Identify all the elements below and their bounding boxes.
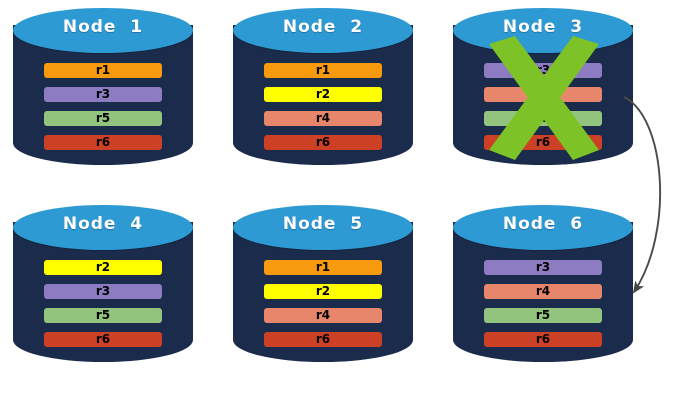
replica-bar-r5[interactable]: r5 — [484, 111, 602, 126]
cylinder-top-ellipse — [453, 205, 633, 250]
node-title: Node 6 — [502, 214, 584, 234]
replica-bar-r5[interactable]: r5 — [44, 111, 162, 126]
replica-list: r3 r4 r5 r6 — [484, 63, 602, 150]
replica-bar-r6[interactable]: r6 — [484, 135, 602, 150]
replica-bar-r4[interactable]: r4 — [264, 111, 382, 126]
replica-list: r1 r2 r4 r6 — [264, 260, 382, 347]
replica-bar-r4[interactable]: r4 — [264, 308, 382, 323]
replica-bar-r1[interactable]: r1 — [44, 63, 162, 78]
node-title: Node 1 — [62, 17, 144, 37]
replica-bar-r1[interactable]: r1 — [264, 63, 382, 78]
replica-bar-r2[interactable]: r2 — [44, 260, 162, 275]
replica-bar-r1[interactable]: r1 — [264, 260, 382, 275]
replica-bar-r3[interactable]: r3 — [484, 260, 602, 275]
replica-bar-r3[interactable]: r3 — [484, 63, 602, 78]
replica-list: r2 r3 r5 r6 — [44, 260, 162, 347]
db-node-4[interactable]: Node 4 r2 r3 r5 r6 — [13, 205, 193, 380]
replica-bar-r2[interactable]: r2 — [264, 87, 382, 102]
db-node-5[interactable]: Node 5 r1 r2 r4 r6 — [233, 205, 413, 380]
replica-bar-r5[interactable]: r5 — [484, 308, 602, 323]
replica-bar-r6[interactable]: r6 — [44, 135, 162, 150]
db-node-3[interactable]: Node 3 r3 r4 r5 r6 — [453, 8, 633, 183]
db-node-1[interactable]: Node 1 r1 r3 r5 r6 — [13, 8, 193, 183]
replica-list: r1 r3 r5 r6 — [44, 63, 162, 150]
replica-bar-r5[interactable]: r5 — [44, 308, 162, 323]
replica-bar-r2[interactable]: r2 — [264, 284, 382, 299]
node-title: Node 3 — [502, 17, 584, 37]
replica-bar-r6[interactable]: r6 — [44, 332, 162, 347]
cylinder-top-ellipse — [13, 205, 193, 250]
node-title: Node 5 — [282, 214, 364, 234]
replica-list: r1 r2 r4 r6 — [264, 63, 382, 150]
replica-bar-r4[interactable]: r4 — [484, 284, 602, 299]
replica-bar-r3[interactable]: r3 — [44, 284, 162, 299]
node-title: Node 2 — [282, 17, 364, 37]
replica-bar-r6[interactable]: r6 — [264, 332, 382, 347]
cylinder-top-ellipse — [13, 8, 193, 53]
replica-bar-r6[interactable]: r6 — [264, 135, 382, 150]
replica-bar-r3[interactable]: r3 — [44, 87, 162, 102]
replica-list: r3 r4 r5 r6 — [484, 260, 602, 347]
db-node-6[interactable]: Node 6 r3 r4 r5 r6 — [453, 205, 633, 380]
cylinder-top-ellipse — [233, 205, 413, 250]
db-node-2[interactable]: Node 2 r1 r2 r4 r6 — [233, 8, 413, 183]
node-title: Node 4 — [62, 214, 144, 234]
cylinder-top-ellipse — [233, 8, 413, 53]
replica-bar-r4[interactable]: r4 — [484, 87, 602, 102]
replica-bar-r6[interactable]: r6 — [484, 332, 602, 347]
